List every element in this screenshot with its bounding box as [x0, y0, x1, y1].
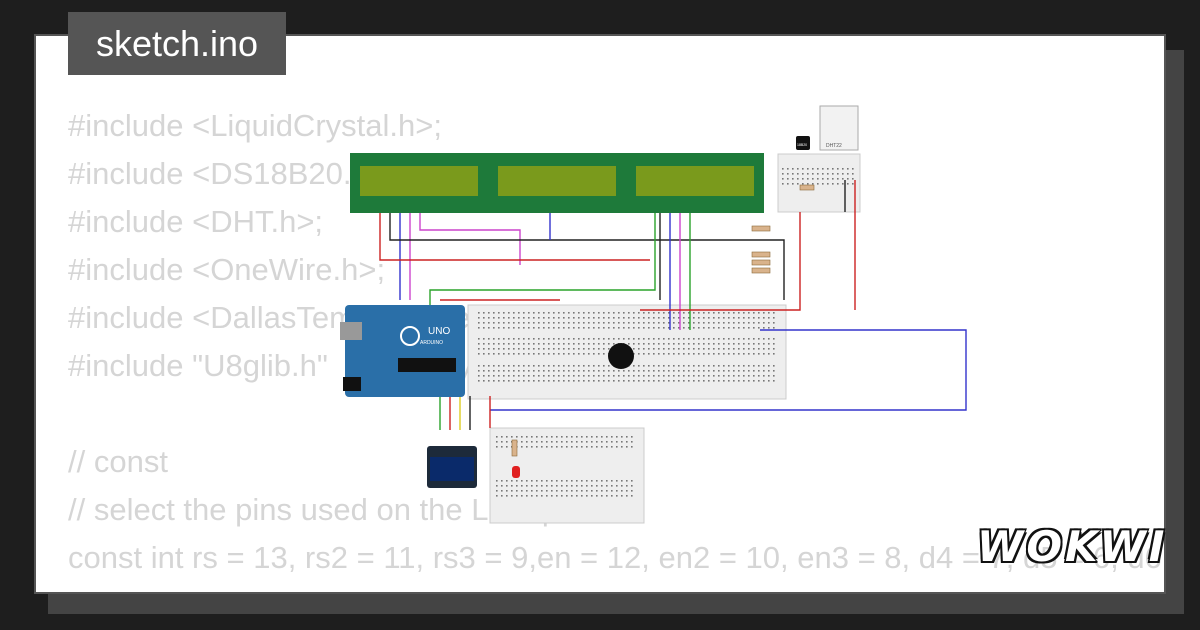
code-block: #include <LiquidCrystal.h>; #include <DS…	[68, 102, 1164, 592]
file-tab-label: sketch.ino	[95, 23, 259, 64]
code-line: #include <LiquidCrystal.h>;	[68, 108, 442, 143]
code-line: // select the pins used on the LCD panel	[68, 492, 618, 527]
code-preview-card: #include <LiquidCrystal.h>; #include <DS…	[34, 34, 1166, 594]
code-line: // const	[68, 444, 168, 479]
code-line: #include <DallasTemperature.h>;	[68, 300, 523, 335]
wokwi-logo[interactable]: WOKWI	[976, 521, 1168, 572]
code-line: #include <OneWire.h>;	[68, 252, 386, 287]
code-line: #include <DHT.h>;	[68, 204, 324, 239]
code-line: #include <DS18B20.h>;	[68, 156, 396, 191]
code-line: #include "U8glib.h" // library for the O…	[68, 348, 663, 383]
code-line: LiquidCrystal lcd(rs, en, d4, d5, d6, d7…	[68, 588, 609, 592]
code-line: const int rs = 13, rs2 = 11, rs3 = 9,en …	[68, 540, 1162, 575]
file-tab[interactable]: sketch.ino	[68, 12, 286, 75]
